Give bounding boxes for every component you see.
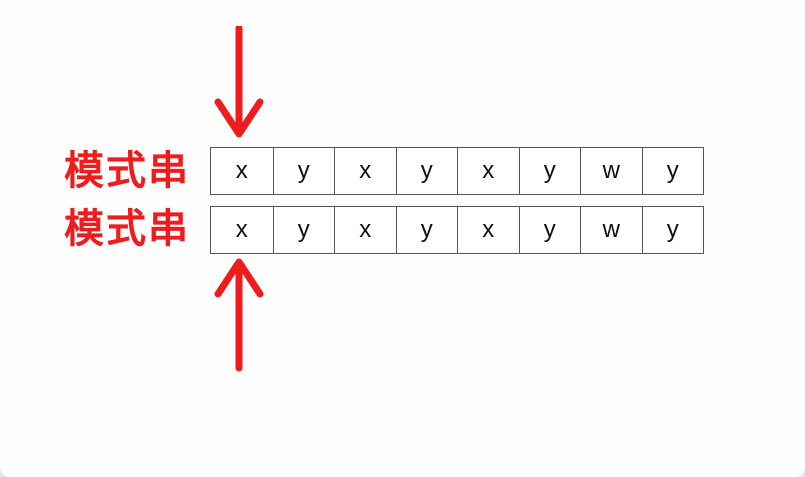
pattern-cell: y — [395, 148, 458, 194]
pattern-cell: y — [641, 148, 704, 194]
pattern-cell: x — [334, 207, 396, 253]
pattern-cell: y — [518, 207, 581, 253]
pattern-string-row-bottom: x y x y x y w y — [210, 206, 704, 254]
pattern-cell: x — [334, 148, 396, 194]
up-arrow-icon — [214, 258, 264, 372]
down-arrow-icon — [214, 26, 264, 138]
pattern-cell: y — [395, 207, 458, 253]
pattern-string-label-bottom: 模式串 — [64, 206, 190, 252]
pattern-cell: w — [580, 148, 642, 194]
pattern-cell: y — [272, 148, 335, 194]
pattern-cell: y — [641, 207, 704, 253]
pattern-cell: y — [272, 207, 335, 253]
pattern-string-row-top: x y x y x y w y — [210, 147, 704, 195]
pattern-cell: x — [457, 207, 519, 253]
pattern-cell: x — [457, 148, 519, 194]
pattern-cell: w — [580, 207, 642, 253]
pattern-cell: x — [235, 157, 248, 184]
pattern-string-label-top: 模式串 — [64, 148, 190, 194]
pattern-cell: x — [235, 216, 248, 243]
pattern-cell: y — [518, 148, 581, 194]
